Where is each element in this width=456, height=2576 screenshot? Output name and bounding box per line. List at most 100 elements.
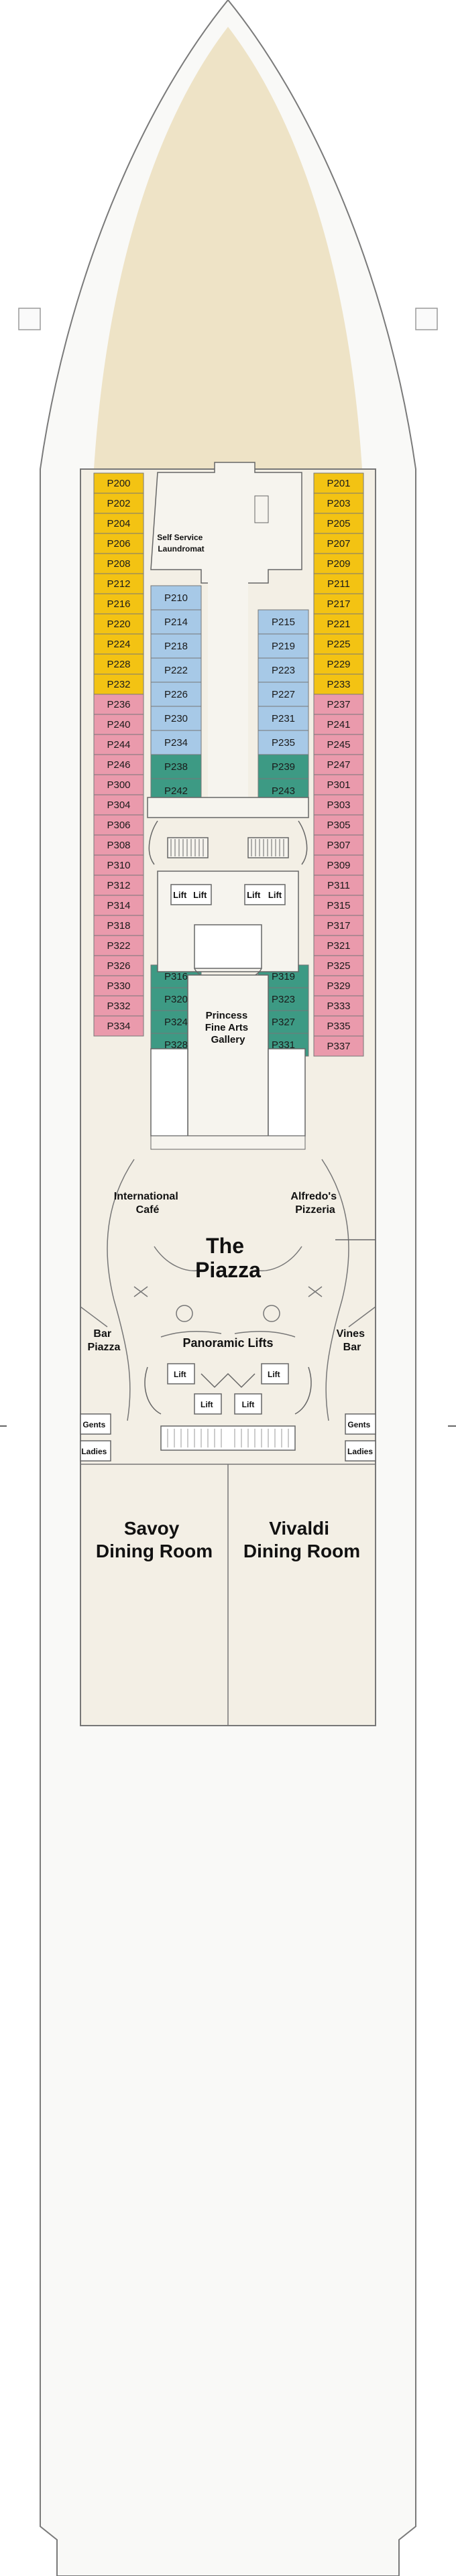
stateroom-label: P211: [327, 578, 350, 590]
stateroom-label: P305: [327, 820, 350, 831]
stateroom-label: P207: [327, 538, 350, 550]
stateroom-p246: [93, 754, 144, 775]
stateroom-label: P318: [107, 920, 130, 931]
stateroom-p307: [313, 834, 364, 856]
stateroom-label: P242: [164, 785, 188, 797]
restrooms-right: [345, 1413, 376, 1462]
gallery-label-3: Gallery: [211, 1034, 246, 1045]
stateroom-p244: [93, 734, 144, 755]
stateroom-label: P241: [327, 719, 350, 730]
lift-label: Lift: [268, 890, 282, 900]
piazza-label-2: Piazza: [195, 1258, 261, 1282]
lift-label: Lift: [193, 890, 207, 900]
bar-piazza-label-2: Piazza: [88, 1342, 121, 1353]
stateroom-p228: [93, 653, 144, 675]
svg-text:Savoy Dining Room: Savoy Dining Room: [96, 1518, 213, 1561]
gallery-label-1: Princess: [206, 1010, 248, 1021]
stateroom-p205: [313, 513, 364, 534]
stateroom-p303: [313, 794, 364, 816]
stateroom-label: P230: [164, 713, 188, 724]
stateroom-p300: [93, 774, 144, 795]
stateroom-p329: [313, 975, 364, 996]
stateroom-label: P245: [327, 739, 350, 751]
stateroom-p201: [313, 472, 364, 494]
stateroom-label: P334: [107, 1021, 130, 1032]
stateroom-p335: [313, 1015, 364, 1037]
stateroom-label: P222: [164, 665, 188, 676]
stateroom-label: P206: [107, 538, 130, 550]
stateroom-label: P301: [327, 779, 350, 791]
laundromat: Self Service Laundromat: [150, 462, 302, 584]
stateroom-label: P226: [164, 689, 188, 700]
stateroom-label: P205: [327, 518, 350, 529]
stateroom-label: P322: [107, 940, 130, 952]
stateroom-p311: [313, 875, 364, 896]
stateroom-label: P236: [107, 699, 130, 710]
cafe-label-1: International: [114, 1191, 178, 1202]
svg-text:Vines Bar: Vines Bar: [337, 1328, 368, 1353]
stateroom-p206: [93, 533, 144, 554]
stateroom-label: P335: [327, 1021, 350, 1032]
stateroom-p326: [93, 955, 144, 976]
svg-text:Lift Lift Lift Lif: Lift Lift Lift Lift: [173, 890, 282, 900]
bar-piazza-label-1: Bar: [93, 1328, 111, 1340]
stateroom-p208: [93, 553, 144, 574]
piazza: [80, 1159, 376, 1421]
stateroom-p321: [313, 935, 364, 956]
stateroom-p235: [258, 730, 309, 755]
stateroom-label: P314: [107, 900, 130, 911]
gents-label: Gents: [82, 1420, 105, 1429]
stateroom-p332: [93, 995, 144, 1017]
stateroom-p220: [93, 613, 144, 635]
stateroom-label: P309: [327, 860, 350, 871]
stateroom-label: P329: [327, 980, 350, 992]
stateroom-label: P201: [327, 478, 350, 489]
svg-text:Self Service Laundromat: Self Service Laundromat: [157, 533, 205, 554]
stateroom-label: P209: [327, 558, 350, 570]
stateroom-label: P304: [107, 799, 130, 811]
stateroom-p223: [258, 657, 309, 683]
laundromat-label-2: Laundromat: [158, 544, 204, 554]
vivaldi-label-2: Dining Room: [243, 1541, 360, 1561]
stateroom-label: P219: [272, 641, 295, 652]
svg-text:Vivaldi Dining Room: Vivaldi Dining Room: [243, 1518, 360, 1561]
stateroom-label: P224: [107, 639, 130, 650]
savoy-label-2: Dining Room: [96, 1541, 213, 1561]
stateroom-p236: [93, 694, 144, 715]
cafe-label-2: Café: [136, 1204, 160, 1216]
stateroom-p224: [93, 633, 144, 655]
lift-label: Lift: [242, 1400, 255, 1409]
stateroom-label: P223: [272, 665, 295, 676]
stateroom-p212: [93, 573, 144, 594]
stateroom-p247: [313, 754, 364, 775]
stateroom-label: P228: [107, 659, 130, 670]
stateroom-label: P204: [107, 518, 130, 529]
stateroom-p314: [93, 895, 144, 916]
stateroom-p211: [313, 573, 364, 594]
stateroom-label: P218: [164, 641, 188, 652]
stateroom-label: P235: [272, 737, 295, 749]
lift-label: Lift: [268, 1370, 280, 1379]
svg-text:The Piazza: The Piazza: [195, 1234, 261, 1282]
stateroom-label: P234: [164, 737, 188, 749]
pizzeria-label-1: Alfredo's: [290, 1191, 337, 1202]
stateroom-p315: [313, 895, 364, 916]
hull-notch-left: [18, 308, 41, 330]
stateroom-label: P238: [164, 761, 188, 773]
stateroom-label: P337: [327, 1041, 350, 1052]
stateroom-label: P307: [327, 840, 350, 851]
stateroom-label: P246: [107, 759, 130, 771]
stateroom-label: P333: [327, 1001, 350, 1012]
stateroom-label: P325: [327, 960, 350, 972]
stateroom-label: P303: [327, 799, 350, 811]
stateroom-p333: [313, 995, 364, 1017]
stateroom-label: P244: [107, 739, 130, 751]
stateroom-p210: [150, 585, 202, 610]
svg-text:International Café: International Café: [114, 1191, 181, 1216]
stateroom-label: P328: [164, 1039, 188, 1051]
stateroom-label: P212: [107, 578, 130, 590]
hull-notch-right: [415, 308, 438, 330]
stateroom-label: P312: [107, 880, 130, 891]
forward-stair-lobby: [147, 797, 309, 982]
stateroom-p207: [313, 533, 364, 554]
